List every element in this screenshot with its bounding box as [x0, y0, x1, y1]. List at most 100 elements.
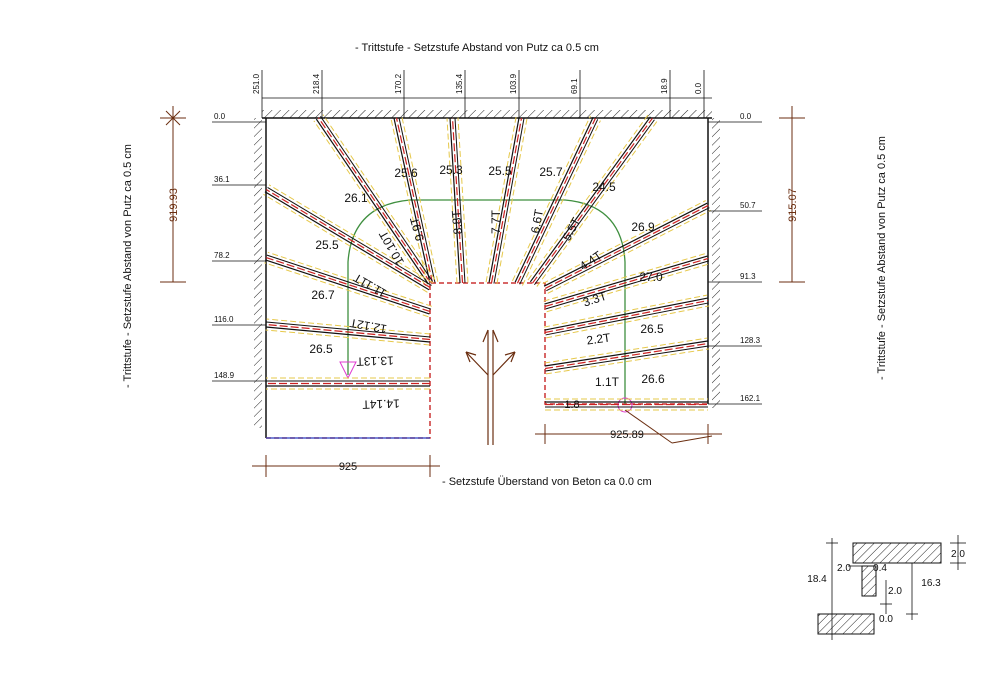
- note-bottom: - Setzstufe Überstand von Beton ca 0.0 c…: [442, 476, 652, 488]
- tread-riser-line: [534, 119, 655, 286]
- tread-riser-line: [485, 117, 517, 283]
- tread-riser-line: [490, 117, 523, 284]
- tread-riser-line: [317, 117, 431, 284]
- tread-riser-line: [544, 337, 708, 364]
- left-wall: [254, 118, 262, 428]
- note-left: - Trittstufe - Setzstufe Abstand von Put…: [122, 144, 134, 388]
- right-tick-label: 128.3: [740, 336, 761, 345]
- tread-riser-line: [263, 193, 428, 293]
- tread-width: 25.3: [439, 163, 463, 177]
- note-top: - Trittstufe - Setzstufe Abstand von Put…: [355, 42, 599, 54]
- bottom-left-value: 925: [339, 461, 357, 473]
- tread-riser-line: [265, 323, 431, 341]
- tread-riser-line: [393, 118, 431, 284]
- detail-label-5: 16.3: [921, 578, 941, 589]
- tread-riser-line: [267, 186, 432, 286]
- tread-width: 25.5: [488, 164, 512, 178]
- right-tick-label: 50.7: [740, 201, 756, 210]
- tread-riser-line: [546, 263, 710, 313]
- walk-line: [347, 199, 626, 405]
- tread-number: 13.13T: [356, 353, 394, 368]
- left-tick-label: 0.0: [214, 112, 226, 121]
- tread-riser-line: [519, 119, 599, 285]
- tread-number: 1.1T: [595, 375, 620, 389]
- top-tick-label: 103.9: [509, 73, 518, 94]
- tread-riser-line: [496, 118, 528, 285]
- tread-riser-line: [265, 326, 430, 343]
- tread-lines: [263, 114, 711, 411]
- top-tick-label: 0.0: [694, 82, 703, 94]
- tread-riser-line: [546, 305, 710, 339]
- tread-number: 11.11T: [351, 270, 389, 300]
- tread-width: 26.9: [631, 220, 655, 234]
- tread-riser-line: [527, 114, 649, 281]
- tread-riser-line: [268, 184, 434, 284]
- right-tick-label: 0.0: [740, 112, 752, 121]
- direction-arrows: [465, 329, 516, 445]
- tread-riser-line: [516, 117, 596, 284]
- detail-label-6: 2.0: [951, 549, 965, 560]
- tread-width: 26.1: [344, 191, 368, 205]
- tread-width: 27.0: [639, 270, 663, 284]
- tread-riser-line: [320, 116, 433, 282]
- tread-riser-line: [544, 297, 708, 331]
- tread-riser-line: [493, 118, 525, 284]
- tread-riser-line: [446, 118, 458, 284]
- tread-riser-line: [264, 191, 430, 291]
- tread-riser-line: [267, 251, 433, 307]
- tread-riser-line: [265, 256, 431, 313]
- tread-riser-line: [390, 118, 428, 285]
- tread-riser-line: [545, 302, 709, 336]
- top-tick-label: 251.0: [252, 73, 261, 94]
- tread-riser-line: [547, 209, 711, 294]
- step-detail-section: [817, 535, 966, 640]
- detail-label-3: 0.4: [873, 563, 887, 574]
- tread-riser-line: [546, 207, 710, 292]
- tread-width: 26.5: [309, 342, 333, 356]
- tread-riser-line: [544, 340, 708, 367]
- tread-width: 26.6: [641, 372, 665, 386]
- stair-outline: [266, 282, 708, 439]
- tread-riser-line: [536, 121, 658, 287]
- tread-width: 24.5: [592, 180, 616, 194]
- tread-riser-line: [544, 257, 709, 308]
- right-height-value: 915.07: [787, 188, 799, 222]
- tread-riser-line: [543, 202, 708, 287]
- bottom-right-value: 925.89: [610, 429, 644, 441]
- tread-riser-line: [544, 342, 709, 370]
- top-tick-label: 218.4: [312, 73, 321, 94]
- tread-riser-line: [544, 299, 709, 334]
- left-tick-label: 148.9: [214, 371, 235, 380]
- tread-number: 12.12T: [348, 316, 388, 336]
- tread-riser-line: [449, 118, 461, 284]
- detail-label-4: 2.0: [888, 586, 902, 597]
- tread-riser-line: [265, 329, 430, 346]
- tread-riser-line: [395, 117, 434, 284]
- left-height-value: 919.93: [168, 188, 180, 222]
- tread-width: 25.6: [394, 166, 418, 180]
- tread-riser-line: [529, 116, 651, 283]
- tread-riser-line: [265, 189, 431, 289]
- top-tick-label: 170.2: [394, 73, 403, 94]
- walk-line-start-marker: [339, 361, 357, 380]
- right-wall: [712, 118, 720, 408]
- detail-label-1: 2.0: [837, 563, 851, 574]
- tread-width: 25.5: [315, 238, 339, 252]
- tread-riser-line: [521, 120, 601, 286]
- bottom-right-dimension: [535, 409, 722, 444]
- tread-width: 26.5: [640, 322, 664, 336]
- tread-number: 4.4T: [577, 248, 605, 274]
- tread-riser-line: [454, 117, 466, 283]
- tread-number: 5.5T: [560, 215, 584, 243]
- note-right: - Trittstufe - Setzstufe Abstand von Put…: [876, 136, 888, 380]
- tread-riser-line: [544, 204, 709, 289]
- left-tick-label: 116.0: [214, 315, 234, 324]
- tread-width: 25.7: [539, 165, 563, 179]
- tread-riser-line: [544, 255, 708, 305]
- tread-riser-line: [315, 118, 429, 285]
- tread-riser-line: [545, 348, 709, 375]
- tread-riser-line: [266, 321, 431, 338]
- tread-riser-line: [543, 294, 708, 328]
